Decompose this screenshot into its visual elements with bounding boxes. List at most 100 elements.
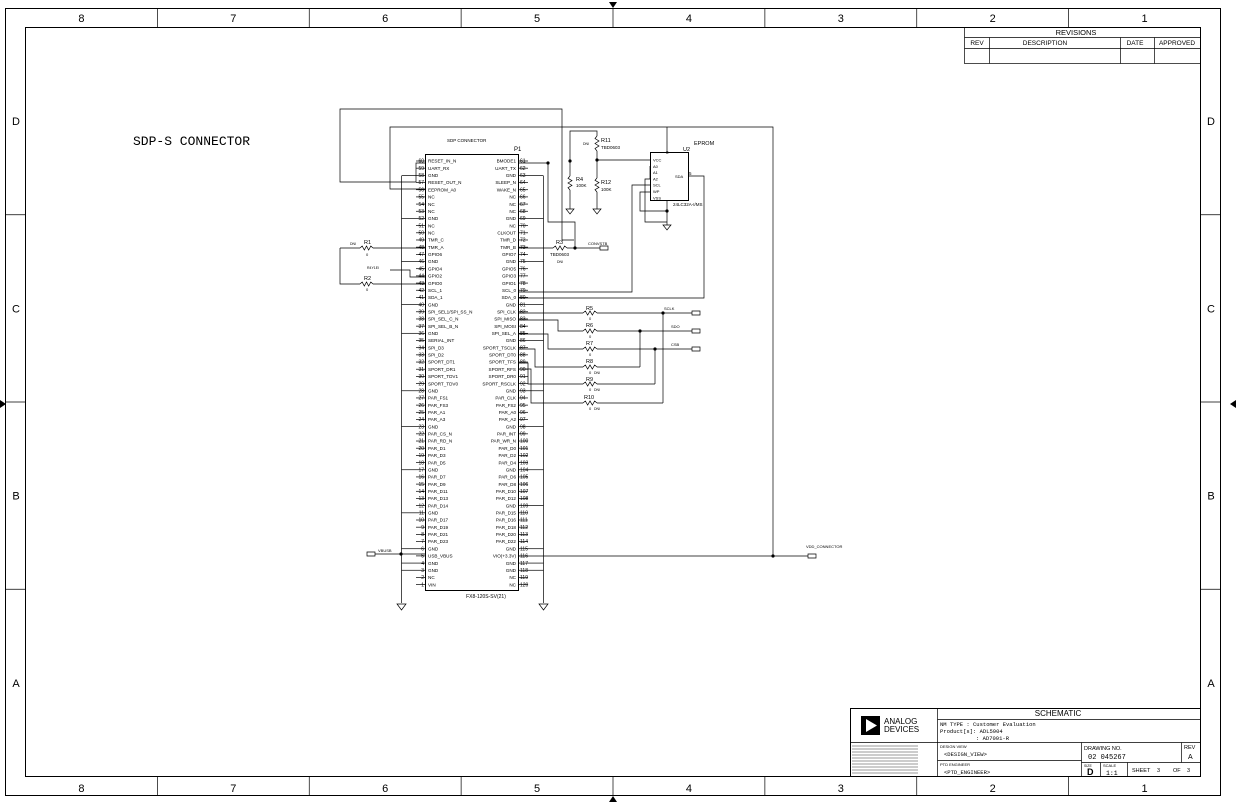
resistor-symbol [582, 346, 598, 352]
eeprom-pin: VSS [653, 195, 661, 200]
connector-pin-number: 109 [520, 503, 529, 509]
connector-pin-name: SCL_0 [502, 288, 516, 293]
revisions-header-approved: APPROVED [1159, 40, 1195, 47]
connector-pin-number: 100 [520, 439, 529, 445]
connector-pin-name: TMR_B [500, 245, 516, 250]
connector-pin-name: PAR_D2 [498, 453, 516, 458]
connector-pin-number: 95 [520, 403, 526, 409]
net-sclk: SCLK [664, 306, 675, 311]
r6-value: 0 [589, 334, 592, 339]
connector-pin-name: GND [428, 331, 439, 336]
zone-row-label: A [1207, 678, 1215, 690]
connector-pin-name: NC [509, 209, 516, 214]
connector-pin-number: 30 [418, 374, 424, 380]
connector-pin-number: 22 [418, 432, 424, 438]
connector-pin-name: TMR_D [500, 238, 517, 243]
connector-pin-name: WAKE_N [497, 187, 516, 192]
connector-pin-name: RESET_OUT_N [428, 180, 461, 185]
connector-pin-name: PAR_A2 [499, 417, 517, 422]
connector-pin-name: GND [428, 561, 439, 566]
connector-pin-name: GND [506, 424, 517, 429]
connector-pin-number: 113 [520, 532, 528, 538]
connector-pin-number: 17 [418, 467, 424, 473]
connector-pin-name: NC [509, 195, 516, 200]
resistor-symbol [582, 381, 598, 387]
connector-pin-number: 53 [418, 209, 424, 215]
eeprom-part: 24LC32A-I/MS [673, 202, 703, 207]
connector-pin-number: 24 [418, 417, 424, 423]
connector-pin-number: 5 [421, 554, 424, 560]
connector-pin-number: 93 [520, 388, 526, 394]
zone-column-label: 6 [382, 13, 388, 25]
connector-pin-number: 57 [418, 180, 424, 186]
connector-pin-name: PAR_D10 [496, 489, 517, 494]
connector-pin-name: GND [506, 338, 517, 343]
connector-pin-name: PAR_D23 [428, 539, 449, 544]
resistor-symbol [582, 310, 598, 316]
connector-pin-number: 78 [520, 281, 526, 287]
connector-pin-number: 90 [520, 367, 526, 373]
connector-pin-number: 23 [418, 424, 424, 430]
logo-line-2: DEVICES [884, 725, 919, 734]
net-convst-flag [599, 245, 609, 251]
title-block-scale-label: SCALE [1103, 763, 1116, 768]
connector-pin-name: PAR_D11 [428, 489, 448, 494]
connector-pin-number: 102 [520, 453, 529, 459]
connector-pin-number: 59 [418, 166, 424, 172]
connector-pin-name: GND [506, 568, 517, 573]
connector-pin-number: 49 [418, 238, 424, 244]
connector-pin-name: SPI_SEL_C_N [428, 317, 458, 322]
connector-pin-name: GPIO7 [502, 252, 516, 257]
net-csb-flag [691, 346, 701, 352]
resistor-symbol [567, 175, 573, 191]
net-convst: CONVSTB [588, 241, 608, 246]
zone-row-label: C [1207, 303, 1215, 315]
center-arrow-top [609, 2, 617, 8]
connector-pin-name: SPORT_DR1 [428, 367, 456, 372]
net-vdd-flag [807, 553, 817, 559]
connector-pin-number: 94 [520, 396, 526, 402]
r11-ref: R11 [601, 138, 611, 144]
connector-pin-name: SPORT_DT1 [428, 360, 455, 365]
r5-ref: R5 [586, 306, 593, 312]
connector-pin-name: PAR_FS3 [428, 403, 449, 408]
connector-pin-number: 60 [418, 159, 424, 165]
connector-pin-name: SPI_D3 [428, 345, 444, 350]
connector-pin-name: RESET_IN_N [428, 159, 456, 164]
connector-pin-name: PAR_WR_N [491, 439, 516, 444]
connector-pin-number: 84 [520, 324, 526, 330]
connector-pin-number: 72 [520, 238, 526, 244]
title-block-design-view: <DESIGN_VIEW> [944, 751, 987, 758]
eeprom-pin-num-sda: 5 [689, 171, 692, 176]
connector-pin-number: 81 [520, 302, 526, 308]
zone-column-label: 1 [1142, 783, 1148, 795]
eeprom-u2: EPROM U2 24LC32A-I/MS VCCA0A1A2SCLWPVSS … [650, 141, 715, 207]
zone-column-label: 4 [686, 13, 692, 25]
net-sdo: SDO [671, 324, 680, 329]
connector-pin-number: 21 [418, 439, 424, 445]
connector-pin-number: 12 [418, 503, 424, 509]
connector-pin-number: 91 [520, 374, 526, 380]
r12-ref: R12 [601, 180, 611, 186]
r9-ref: R9 [586, 377, 593, 383]
connector-pin-name: NC [509, 202, 516, 207]
connector-pin-number: 52 [418, 216, 424, 222]
r2-ref: R2 [364, 276, 371, 282]
connector-pin-name: SPI_CLK [497, 309, 517, 314]
connector-pin-name: GND [428, 424, 439, 429]
r12-value: 100K [601, 187, 612, 192]
connector-pin-name: GPIO6 [428, 252, 442, 257]
connector-pin-name: PAR_D3 [428, 453, 446, 458]
connector-pin-name: GND [506, 388, 517, 393]
connector-pin-name: GND [428, 511, 439, 516]
junction-dots [399, 158, 775, 558]
net-labels: CONVSTB SCLK SDO CSB VDD_CONNECTOR VBUSB [366, 241, 842, 559]
connector-pin-name: SPORT_TDV0 [428, 381, 458, 386]
connector-pin-name: GND [428, 546, 439, 551]
connector-pin-name: PAR_D22 [496, 539, 517, 544]
connector-pin-name: PAR_D1 [428, 446, 446, 451]
connector-pin-name: PAR_D13 [428, 496, 449, 501]
